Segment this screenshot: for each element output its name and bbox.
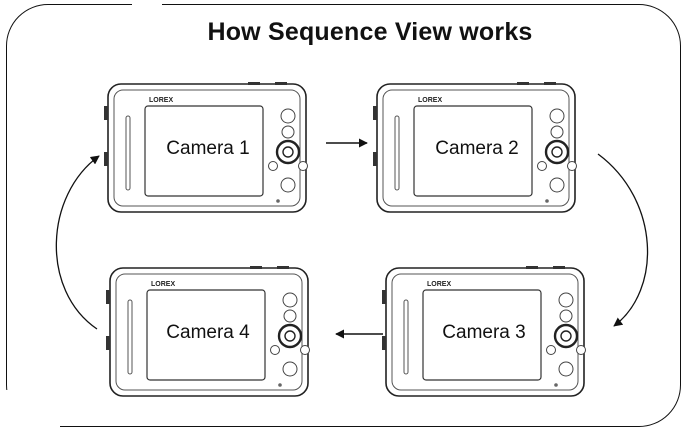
frame-gap-top-left bbox=[132, 0, 162, 12]
arrow-camera2-to-camera3 bbox=[597, 153, 649, 327]
camera-3-label: Camera 3 bbox=[442, 322, 526, 343]
camera-4-label: Camera 4 bbox=[166, 322, 250, 343]
arrow-camera4-to-camera1 bbox=[55, 155, 100, 330]
camera-1-label: Camera 1 bbox=[166, 138, 250, 159]
camera-3-monitor: LOREX Camera 3 bbox=[381, 266, 588, 398]
brand-logo: LOREX bbox=[418, 97, 442, 104]
diagram-frame bbox=[6, 4, 681, 427]
brand-logo: LOREX bbox=[427, 281, 451, 288]
camera-1-monitor: LOREX Camera 1 bbox=[103, 82, 310, 214]
brand-logo: LOREX bbox=[149, 97, 173, 104]
camera-2-monitor: LOREX Camera 2 bbox=[372, 82, 579, 214]
camera-4-monitor: LOREX Camera 4 bbox=[105, 266, 312, 398]
frame-gap-bottom-left bbox=[0, 390, 60, 433]
brand-logo: LOREX bbox=[151, 281, 175, 288]
diagram-title: How Sequence View works bbox=[207, 18, 533, 46]
camera-2-label: Camera 2 bbox=[435, 138, 519, 159]
